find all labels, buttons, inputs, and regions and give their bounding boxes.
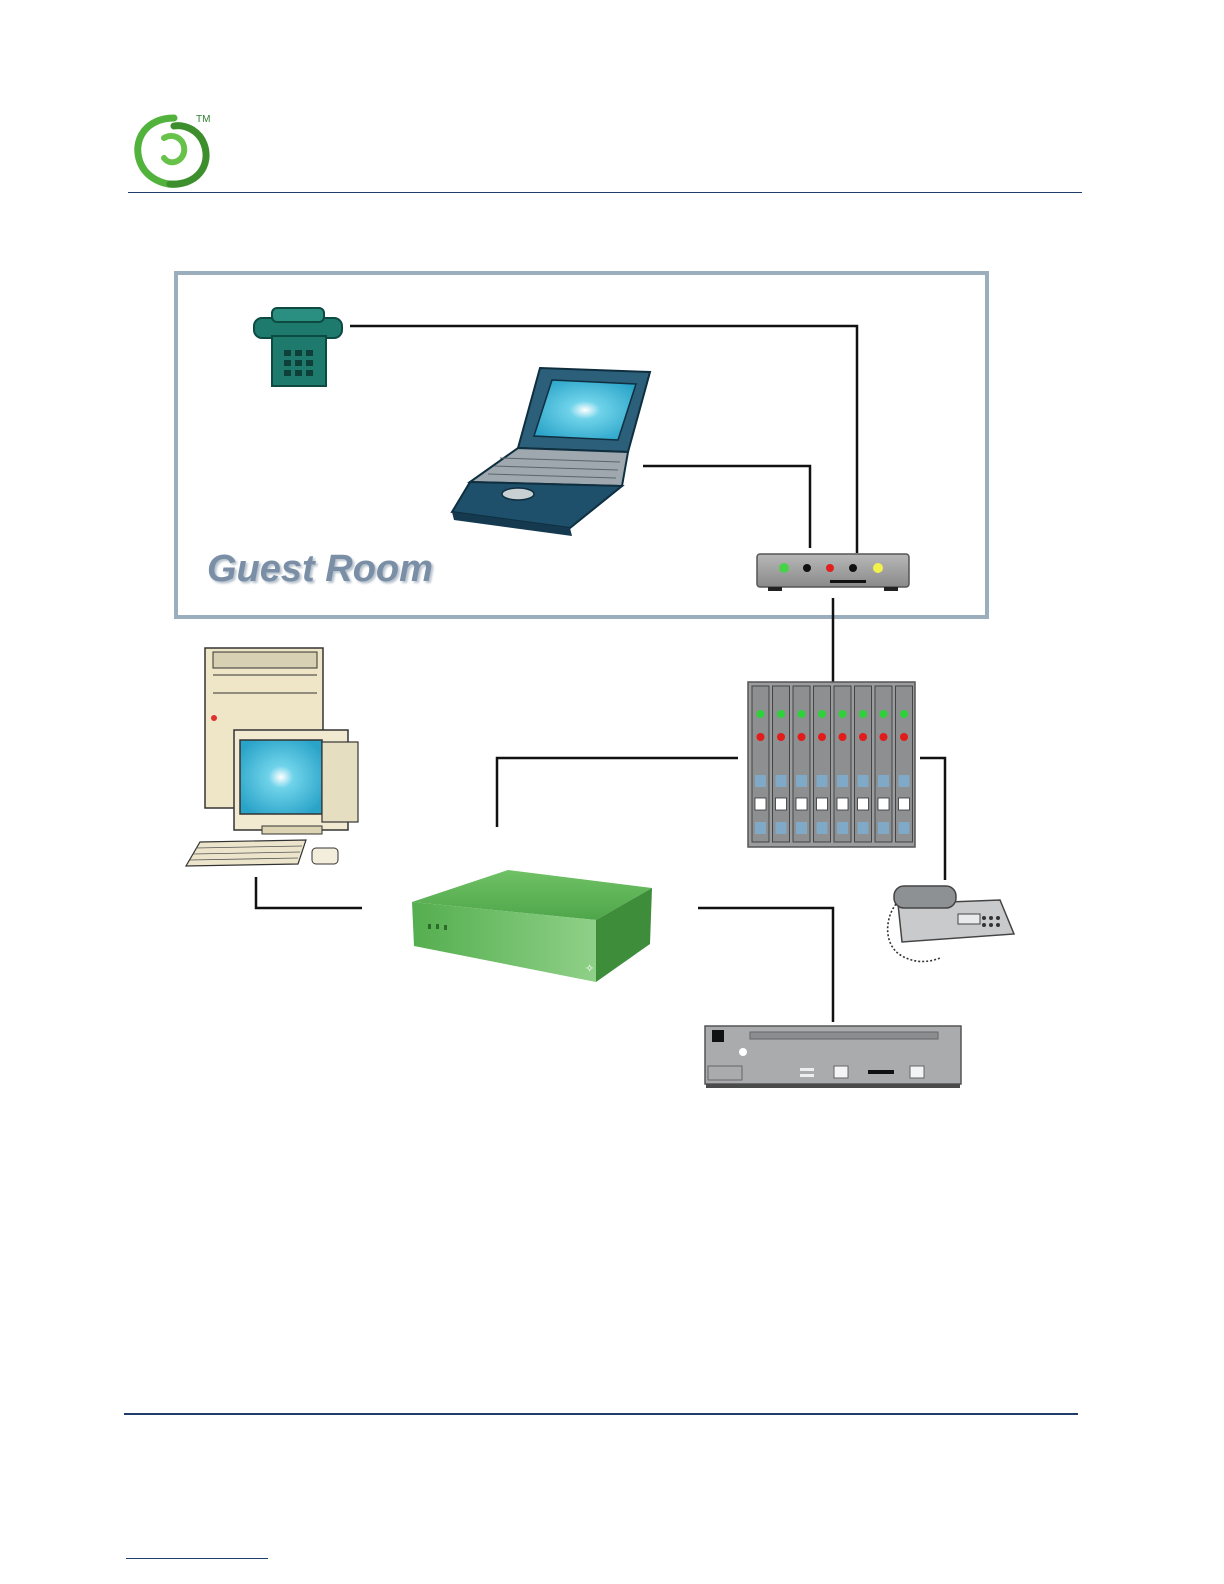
switch-slot (855, 686, 872, 842)
status-led-red (818, 733, 826, 741)
port-indicator (817, 775, 828, 787)
port-indicator (755, 775, 766, 787)
port-indicator (796, 775, 807, 787)
switch-slot (814, 686, 831, 842)
status-led-green (818, 710, 826, 718)
status-led-green (839, 710, 847, 718)
switch-rack-icon (748, 682, 915, 847)
switch-slot (773, 686, 790, 842)
line-switch-server (497, 758, 738, 827)
port-socket (796, 798, 807, 810)
port-indicator (858, 775, 869, 787)
port-socket (899, 798, 910, 810)
gateway-box-icon (757, 554, 909, 591)
line-switch-phone (920, 758, 945, 880)
status-led-red (757, 733, 765, 741)
line-laptop-gateway (643, 466, 810, 548)
status-led-green (777, 710, 785, 718)
status-led-red (900, 733, 908, 741)
port-indicator (899, 822, 910, 834)
port-socket (878, 798, 889, 810)
status-led-green (757, 710, 765, 718)
laptop-icon (452, 368, 650, 536)
telephone-icon (888, 886, 1014, 962)
status-led-red (798, 733, 806, 741)
port-socket (837, 798, 848, 810)
svg-text:✧: ✧ (585, 962, 594, 975)
footer-divider (124, 1413, 1078, 1415)
guest-room-label: Guest Room (207, 548, 433, 591)
switch-slot (834, 686, 851, 842)
status-led-green (900, 710, 908, 718)
line-server-rack (698, 908, 833, 1022)
switch-slot (896, 686, 913, 842)
footnote-divider (126, 1558, 268, 1559)
port-socket (755, 798, 766, 810)
status-led-green (880, 710, 888, 718)
line-workstation-server (256, 877, 362, 908)
switch-slot (793, 686, 810, 842)
rack-unit-icon (705, 1026, 961, 1088)
port-socket (817, 798, 828, 810)
port-indicator (837, 822, 848, 834)
status-led-green (859, 710, 867, 718)
port-indicator (817, 822, 828, 834)
green-server-icon: ✧ (412, 870, 652, 982)
status-led-red (839, 733, 847, 741)
port-socket (858, 798, 869, 810)
port-indicator (837, 775, 848, 787)
status-led-red (880, 733, 888, 741)
port-indicator (858, 822, 869, 834)
port-indicator (796, 822, 807, 834)
status-led-red (777, 733, 785, 741)
port-indicator (878, 822, 889, 834)
port-indicator (878, 775, 889, 787)
desktop-computer-icon (186, 648, 358, 866)
switch-slot (875, 686, 892, 842)
port-indicator (776, 775, 787, 787)
status-led-red (859, 733, 867, 741)
status-led-green (798, 710, 806, 718)
switch-slot (752, 686, 769, 842)
port-indicator (755, 822, 766, 834)
port-socket (776, 798, 787, 810)
room-phone-icon (254, 308, 342, 386)
port-indicator (899, 775, 910, 787)
port-indicator (776, 822, 787, 834)
